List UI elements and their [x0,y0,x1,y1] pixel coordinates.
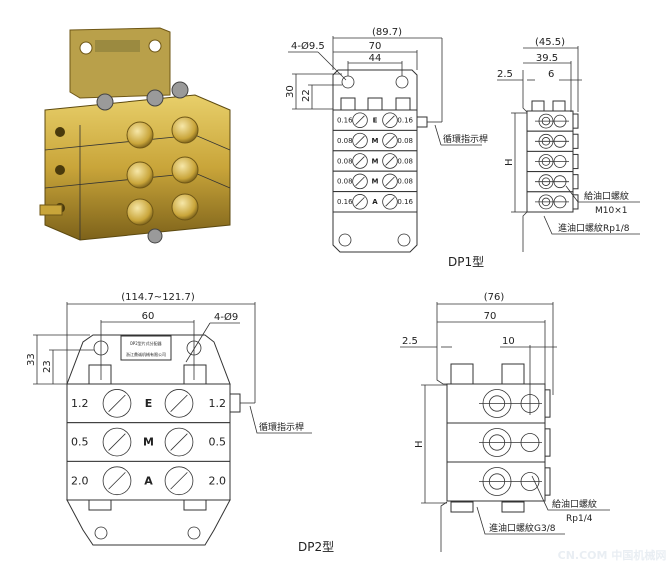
dp1-row-right-value: 0.16 [397,117,413,125]
dp2-row-right-value: 2.0 [209,474,227,487]
dp2-nameplate [120,335,172,361]
dp2-row-mark-letter: A [144,474,153,487]
adjust-screw-icon [352,194,368,210]
dp1-dim-width: 70 [369,41,382,52]
adjust-screw-icon [102,389,132,418]
adjust-screw-icon [382,132,398,149]
dp2-dim-23: 23 [42,360,53,373]
dp1-row-left-value: 0.08 [337,137,353,145]
dp2-side-dim-offset: 10 [502,336,515,347]
adjust-screw-icon [352,132,368,149]
dp2-row-left-value: 0.5 [71,436,89,449]
dp2-row-left-value: 1.2 [71,397,89,410]
dp2-title: DP2型 [298,540,334,554]
dp2-front-view: DP2型片式分配器 浙江鼎诚机械有限公司 1.2 E 1.2 0.5 M 0.5 2.0 A 2… [26,292,312,546]
dp1-dim-overall: (89.7) [372,27,402,38]
dp1-side-dim-overall: (45.5) [535,37,565,48]
adjust-screw-icon [382,173,398,190]
dp1-dim-22: 22 [301,89,312,102]
adjust-screw-icon [102,427,132,457]
dp1-title: DP1型 [448,255,484,269]
dp2-row-mark-letter: M [143,436,154,449]
dp1-row-mark-letter: M [372,157,379,165]
watermark: CN.COM 中国机械网 [558,548,666,562]
dp2-nameplate-line1: DP2型片式分配器 [130,340,161,346]
dp2-side-dim-h: H [414,440,425,448]
adjust-screw-icon [102,466,132,496]
adjust-screw-icon [352,153,368,169]
dp2-outlet-thread: Rp1/4 [566,514,593,524]
dp2-row-right-value: 1.2 [209,397,227,410]
dp2-nameplate-line2: 浙江鼎诚机械有限公司 [126,351,166,357]
adjust-screw-icon [382,153,398,169]
dp1-dim-30: 30 [285,85,296,98]
dp1-outlet-thread: M10×1 [595,206,627,216]
dp1-row-left-value: 0.08 [337,178,353,186]
photo-block-stack [39,81,231,244]
dp1-row-mark-letter: M [372,178,379,186]
adjust-screw-icon [382,112,398,128]
dp2-dim-33: 33 [26,353,37,366]
adjust-screw-icon [352,173,368,190]
dp1-row-right-value: 0.08 [397,157,413,165]
adjust-screw-icon [164,427,194,457]
dp1-row-left-value: 0.16 [337,117,353,125]
adjust-screw-icon [382,194,398,210]
adjust-screw-icon [164,389,194,418]
dp1-side-dim-plate: 2.5 [497,69,513,80]
dp2-dim-holes: 60 [142,311,155,322]
adjust-screw-icon [164,466,194,496]
dp1-dim-holes: 44 [369,53,382,64]
dp1-row-right-value: 0.08 [397,137,413,145]
dp1-row-mark-letter: E [373,117,378,125]
dp2-row-left-value: 2.0 [71,474,89,487]
dp2-side-dim-width: 70 [484,311,497,322]
dp1-inlet-label: 進油口螺紋Rp1/8 [558,222,630,234]
dp1-row-left-value: 0.16 [337,198,353,206]
dp1-row-mark-letter: M [372,137,379,145]
dp1-side-view: (45.5) 39.5 2.5 6 H 給油口螺紋 M10×1 進油口螺紋Rp1… [497,37,640,252]
dp2-row-section [66,422,231,462]
dp1-row-left-value: 0.08 [337,157,353,165]
dp2-outlet-label: 給油口螺紋 [552,498,597,510]
adjust-screw-icon [352,112,368,128]
dp1-side-dim-h: H [504,158,515,166]
dp2-dim-overall: (114.7~121.7) [121,292,195,303]
dp1-outlet-label: 給油口螺紋 [584,190,629,202]
dp2-row-mark-letter: E [145,397,153,410]
dp1-row-mark-letter: A [372,198,378,206]
dp2-inlet-label: 進油口螺紋G3/8 [489,522,556,534]
dp1-holes-label: 4-Ø9.5 [291,40,325,52]
dp1-row-right-value: 0.16 [397,198,413,206]
dp2-holes-label: 4-Ø9 [214,311,238,323]
dp1-side-dim-width: 39.5 [536,53,558,64]
product-photo [39,27,231,244]
dp2-side-view: (76) 70 2.5 10 H 給油口螺紋 Rp1/4 進油口螺紋G3/8 [400,292,610,552]
dp2-side-dim-plate: 2.5 [402,336,418,347]
dp1-side-dim-offset: 6 [548,69,554,80]
dp2-indicator-label: 循環指示桿 [259,421,304,433]
dp1-row-right-value: 0.08 [397,178,413,186]
dp1-indicator-label: 循環指示桿 [443,133,488,145]
dp2-side-dim-overall: (76) [484,292,505,303]
dp2-row-right-value: 0.5 [209,436,227,449]
